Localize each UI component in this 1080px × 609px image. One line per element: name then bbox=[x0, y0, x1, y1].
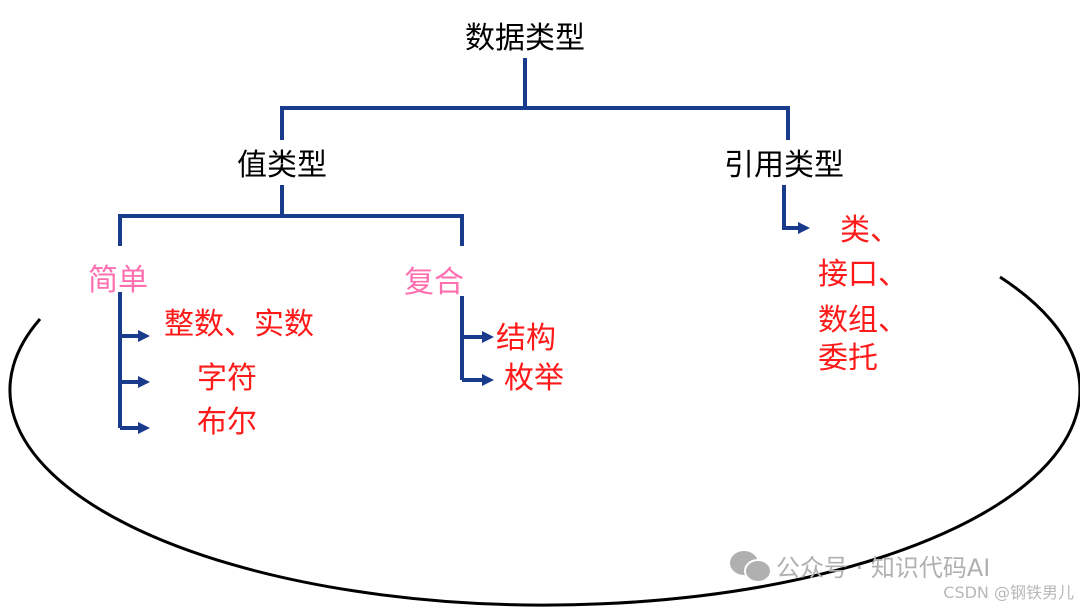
reference-type-node: 引用类型 bbox=[724, 148, 844, 183]
leaf-bool: 布尔 bbox=[197, 405, 257, 440]
watermark-main: 公众号 · 知识代码AI bbox=[776, 554, 990, 582]
leaf-char: 字符 bbox=[197, 361, 257, 396]
leaf-class: 类、 bbox=[840, 213, 900, 248]
composite-node: 复合 bbox=[404, 265, 464, 300]
simple-node: 简单 bbox=[88, 263, 148, 298]
leaf-integer-real: 整数、实数 bbox=[164, 307, 314, 342]
wechat-icon bbox=[730, 551, 772, 583]
leaf-interface: 接口、 bbox=[818, 257, 908, 292]
leaf-delegate: 委托 bbox=[818, 341, 878, 376]
ellipse-outline bbox=[8, 275, 1080, 607]
connector-lines bbox=[118, 58, 800, 430]
leaf-enum: 枚举 bbox=[504, 361, 564, 396]
leaf-array: 数组、 bbox=[818, 303, 908, 338]
leaf-struct: 结构 bbox=[496, 321, 556, 356]
root-node: 数据类型 bbox=[465, 21, 585, 56]
arrowheads bbox=[138, 222, 810, 434]
value-type-node: 值类型 bbox=[237, 148, 327, 183]
watermark-sub: CSDN @钢铁男儿 bbox=[943, 583, 1074, 602]
